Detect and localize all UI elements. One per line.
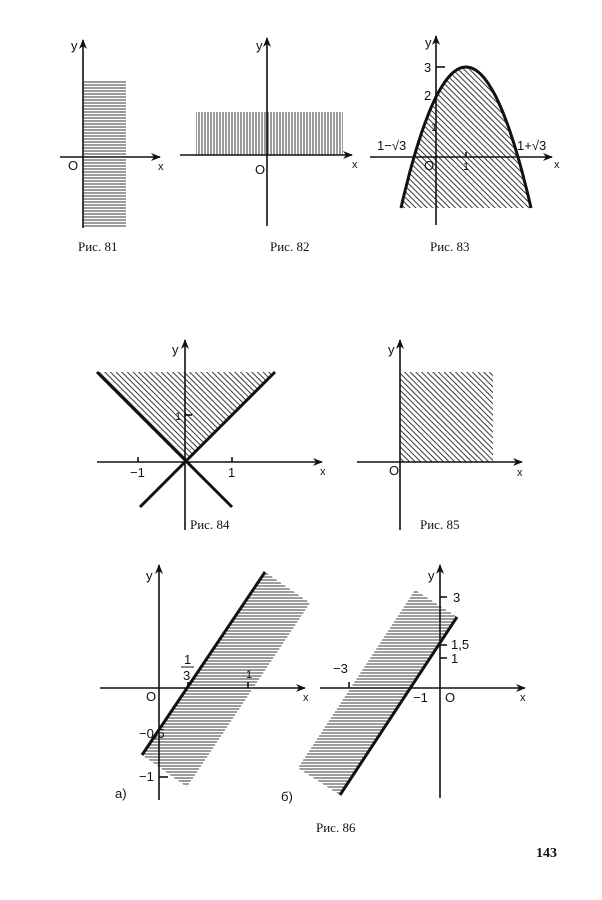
y-label: y <box>172 342 179 357</box>
x-label: x <box>517 467 523 479</box>
figure-caption: Рис. 85 <box>420 517 459 532</box>
hatched-band <box>142 572 310 787</box>
y-label: y <box>256 38 263 53</box>
x-label: x <box>320 466 326 478</box>
hatched-region <box>83 80 126 228</box>
page-number: 143 <box>536 846 557 861</box>
tick-label-ym1: −1 <box>139 769 154 784</box>
figure-86b: y 3 1,5 1 −3 −1 O x б) <box>281 564 526 804</box>
figure-83: y 3 2 1 1−√3 1+√3 O 1 x Рис. 83 <box>370 35 560 254</box>
y-label: y <box>388 342 395 357</box>
boundary-line <box>338 616 459 796</box>
tick-label-x1: 1 <box>246 669 252 681</box>
origin-label: O <box>146 689 156 704</box>
figure-caption: Рис. 84 <box>190 517 230 532</box>
figure-caption: Рис. 83 <box>430 239 469 254</box>
origin-label: O <box>255 162 265 177</box>
tick-label-y1: 1 <box>175 411 181 423</box>
tick-label-third-denominator: 3 <box>183 668 190 683</box>
x-label: x <box>303 692 309 704</box>
origin-label: O <box>68 158 78 173</box>
tick-label-xm3: −3 <box>333 661 348 676</box>
hatched-region <box>401 67 531 208</box>
figure-86a: y O x 1 3 1 −0,5 −1 а) <box>100 564 310 801</box>
figure-82: y O x Рис. 82 <box>180 37 358 254</box>
line-y-minus-x <box>95 370 234 509</box>
x-label: x <box>520 692 526 704</box>
figure-caption: Рис. 81 <box>78 239 117 254</box>
tick-label-x1: 1 <box>228 465 235 480</box>
origin-label: O <box>424 158 434 173</box>
figure-84: y 1 −1 1 x Рис. 84 <box>95 339 326 532</box>
y-label: y <box>71 38 78 53</box>
x-label: x <box>554 159 560 171</box>
hatched-region <box>400 372 493 462</box>
parabola-curve <box>399 65 533 209</box>
tick-label-xm1: −1 <box>130 465 145 480</box>
tick-label-ym05: −0,5 <box>139 726 165 741</box>
tick-label-y15: 1,5 <box>451 637 469 652</box>
subfigure-label: б) <box>281 789 293 804</box>
tick-label-y1: 1 <box>431 122 437 134</box>
hatched-region <box>97 372 275 462</box>
tick-label-y2: 2 <box>424 88 431 103</box>
hatched-band <box>298 590 457 795</box>
left-root-label: 1−√3 <box>377 138 406 153</box>
tick-label-xm1: −1 <box>413 690 428 705</box>
tick-label-x1: 1 <box>463 161 469 173</box>
tick-label-y3: 3 <box>453 590 460 605</box>
origin-label: O <box>445 690 455 705</box>
line-y-x <box>138 370 277 509</box>
figure-85: y O x Рис. 85 <box>357 339 523 532</box>
subfigure-label: а) <box>115 786 127 801</box>
x-label: x <box>352 159 358 171</box>
tick-label-y3: 3 <box>424 60 431 75</box>
origin-label: O <box>389 463 399 478</box>
figure-caption: Рис. 82 <box>270 239 309 254</box>
figure-caption-86: Рис. 86 <box>316 820 356 835</box>
y-label: y <box>146 568 153 583</box>
boundary-line <box>140 571 267 756</box>
y-label: y <box>428 568 435 583</box>
right-root-label: 1+√3 <box>517 138 546 153</box>
tick-label-third-numerator: 1 <box>184 652 191 667</box>
hatched-region <box>196 112 343 155</box>
tick-label-y1: 1 <box>451 651 458 666</box>
x-label: x <box>158 161 164 173</box>
figure-81: y O x Рис. 81 <box>60 38 164 254</box>
y-label: y <box>425 35 432 50</box>
